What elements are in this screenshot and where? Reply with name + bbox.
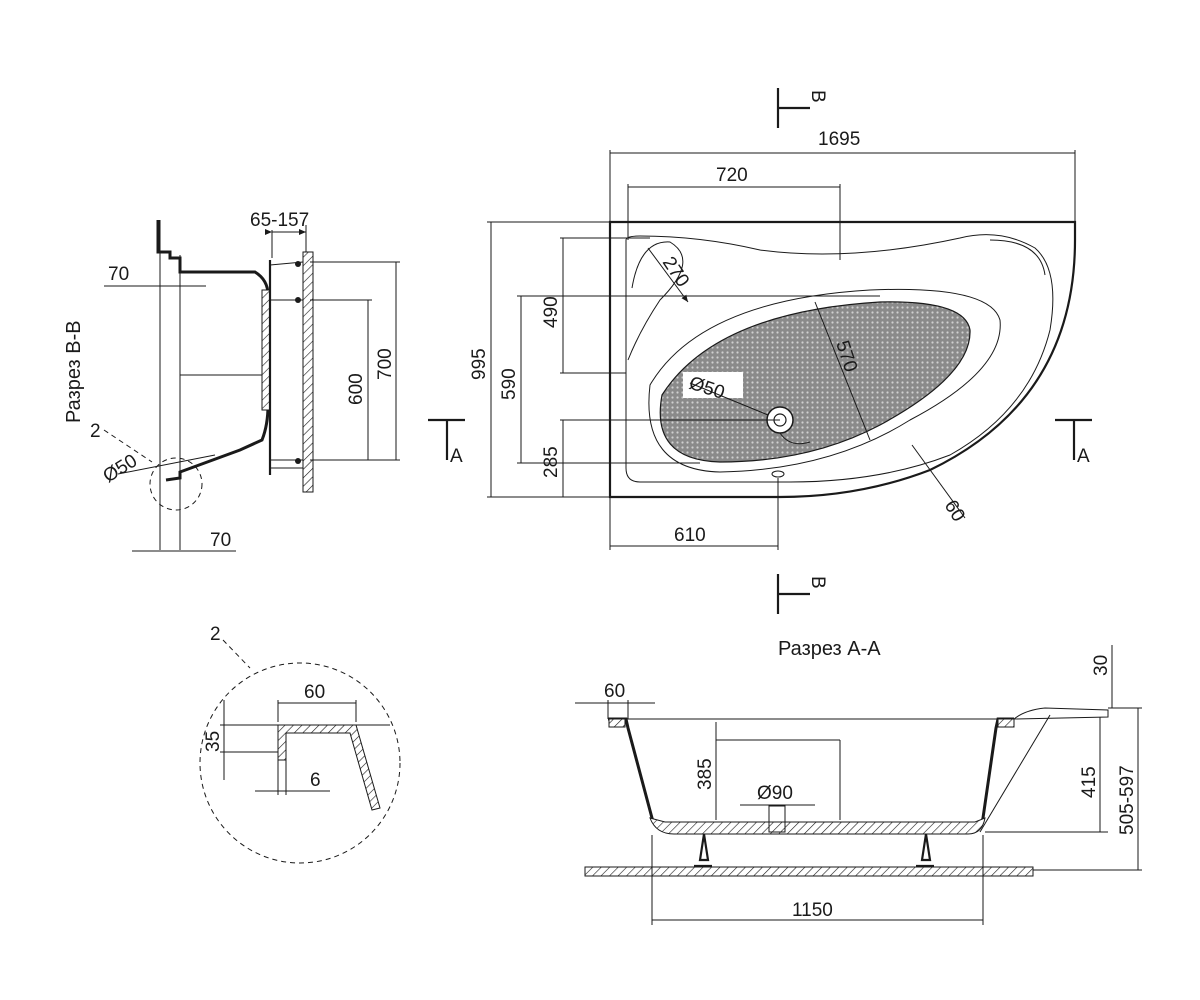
bb-dim-600: 600 — [346, 373, 367, 405]
plan-dim-60: 60 — [940, 497, 969, 526]
plan-dim-995: 995 — [469, 348, 490, 380]
bb-dim-700: 700 — [375, 348, 396, 380]
plan-outer-rim — [608, 220, 1077, 499]
aa-dim-1150: 1150 — [792, 900, 833, 921]
aa-dim-60: 60 — [604, 681, 625, 702]
plan-cut-b-bottom: В — [807, 576, 828, 589]
aa-dim-385: 385 — [695, 758, 716, 790]
detail-dim-35: 35 — [203, 731, 224, 752]
detail-dim-6: 6 — [310, 770, 321, 791]
plan-dim-720: 720 — [716, 165, 748, 186]
plan-dim-490: 490 — [541, 296, 562, 328]
bb-tub-profile — [156, 220, 270, 482]
section-aa: Разрез A-A 60 385 Ø90 30 — [575, 638, 1142, 925]
aa-dim-30: 30 — [1091, 655, 1112, 676]
aa-tub-profile — [608, 717, 1014, 834]
bb-drain-label: Ø50 — [100, 450, 142, 487]
aa-dim-505-597: 505-597 — [1117, 765, 1138, 835]
plan-dim-1695: 1695 — [818, 129, 860, 150]
plan-cut-a-left: A — [450, 446, 463, 467]
detail-2: 2 60 35 6 — [199, 624, 401, 864]
detail-dim-60: 60 — [304, 682, 325, 703]
plan-dim-285: 285 — [541, 446, 562, 478]
aa-floor — [584, 866, 1034, 877]
aa-drain-label: Ø90 — [757, 783, 793, 804]
bb-callout-2: 2 — [90, 421, 101, 442]
plan-dim-270: 270 — [658, 253, 693, 291]
detail-callout-2: 2 — [210, 624, 221, 645]
plan-cut-b-top: В — [807, 90, 828, 103]
bb-dim-70-bottom: 70 — [210, 530, 231, 551]
plan-dim-610: 610 — [674, 525, 706, 546]
bb-dim-65-157: 65-157 — [250, 210, 309, 231]
plan-antislip-floor — [659, 301, 971, 463]
plan-dim-590: 590 — [499, 368, 520, 400]
section-bb: Разрез В-В 65-157 70 600 700 — [63, 210, 400, 552]
aa-dim-415: 415 — [1079, 766, 1100, 798]
section-bb-title: Разрез В-В — [63, 320, 85, 423]
plan-cut-a-right: A — [1077, 446, 1090, 467]
section-aa-title: Разрез A-A — [778, 638, 881, 660]
detail-rim-profile — [277, 724, 381, 811]
plan-view: 1695 720 270 490 995 590 285 570 — [428, 88, 1092, 614]
bb-dim-70-top: 70 — [108, 264, 129, 285]
